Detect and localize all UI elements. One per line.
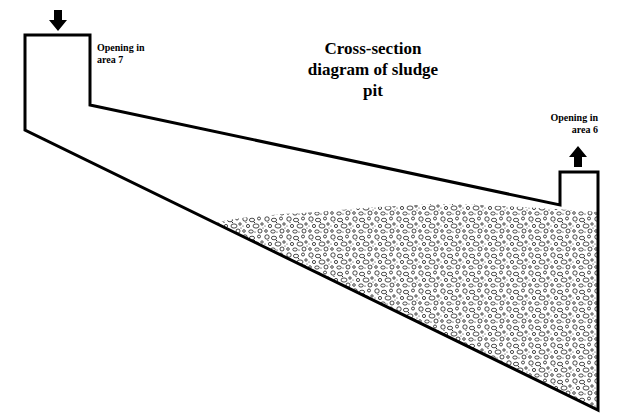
diagram-title: Cross-section diagram of sludge pit	[298, 38, 448, 101]
pit-outline	[25, 35, 598, 410]
sludge	[215, 204, 598, 410]
opening-label: Opening in area 6	[536, 112, 598, 136]
opening-label: Opening in area 7	[97, 42, 159, 66]
outflow-arrow	[569, 146, 587, 167]
inflow-arrow	[49, 10, 67, 31]
